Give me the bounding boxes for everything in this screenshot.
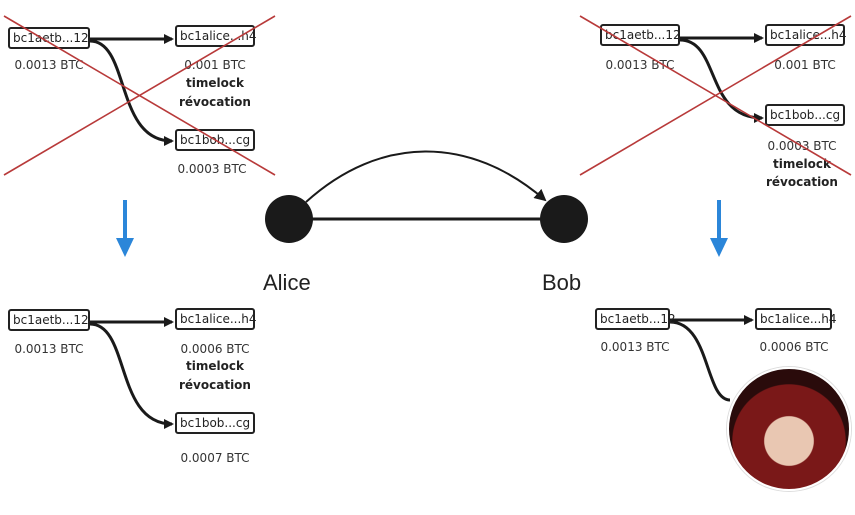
bob-new-out1-box: bc1alice...h4 xyxy=(755,308,837,330)
bob-new-arrow-out2 xyxy=(669,320,731,402)
alice-revoked-out1-revocation: révocation xyxy=(179,95,251,109)
alice-new-out2-box: bc1bob...cg xyxy=(175,412,255,434)
alice-new-out1-revocation: révocation xyxy=(179,378,251,392)
alice-new-arrow-out2 xyxy=(89,322,174,429)
alice-revoked-out1-timelock: timelock xyxy=(186,76,244,90)
bob-revoked-input-amount: 0.0013 BTC xyxy=(605,58,675,72)
bob-new-out1-amount: 0.0006 BTC xyxy=(759,340,829,354)
alice-revoked-out1-amount: 0.001 BTC xyxy=(184,58,246,72)
alice-down-arrow-icon xyxy=(116,200,134,257)
bob-revoked-out2-timelock: timelock xyxy=(773,157,831,171)
bob-revoked-arrow-out2 xyxy=(679,38,764,123)
alice-label: Alice xyxy=(263,270,311,295)
alice-new-out2-amount: 0.0007 BTC xyxy=(180,451,250,465)
alice-revoked-input-box: bc1aetb...12 xyxy=(8,27,90,49)
presenter-webcam-avatar xyxy=(727,367,851,491)
alice-revoked-input-amount: 0.0013 BTC xyxy=(14,58,84,72)
bob-revoked-out1-box: bc1alice...h4 xyxy=(765,24,847,46)
bob-down-arrow-icon xyxy=(710,200,728,257)
bob-label: Bob xyxy=(542,270,582,295)
alice-new-out1-box: bc1alice...h4 xyxy=(175,308,257,330)
bob-revoked-out2-amount: 0.0003 BTC xyxy=(767,139,837,153)
bob-new-input-amount: 0.0013 BTC xyxy=(600,340,670,354)
bob-new-input-box: bc1aetb...12 xyxy=(595,308,676,330)
alice-revoked-out2-box: bc1bob...cg xyxy=(175,129,255,151)
bob-node xyxy=(540,195,588,243)
bob-revoked-out1-amount: 0.001 BTC xyxy=(774,58,836,72)
alice-new-input-box: bc1aetb...12 xyxy=(8,309,90,331)
channel-update-arc xyxy=(305,150,547,203)
bob-revoked-out2-box: bc1bob...cg xyxy=(765,104,845,126)
alice-node xyxy=(265,195,313,243)
alice-new-out1-timelock: timelock xyxy=(186,359,244,373)
alice-new-input-amount: 0.0013 BTC xyxy=(14,342,84,356)
alice-revoked-arrow-out2 xyxy=(89,39,174,146)
bob-revoked-input-box: bc1aetb...12 xyxy=(600,24,681,46)
bob-revoked-out2-revocation: révocation xyxy=(766,175,838,189)
alice-revoked-out2-amount: 0.0003 BTC xyxy=(177,162,247,176)
alice-new-out1-amount: 0.0006 BTC xyxy=(180,342,250,356)
alice-revoked-out1-box: bc1alice...h4 xyxy=(175,25,257,47)
